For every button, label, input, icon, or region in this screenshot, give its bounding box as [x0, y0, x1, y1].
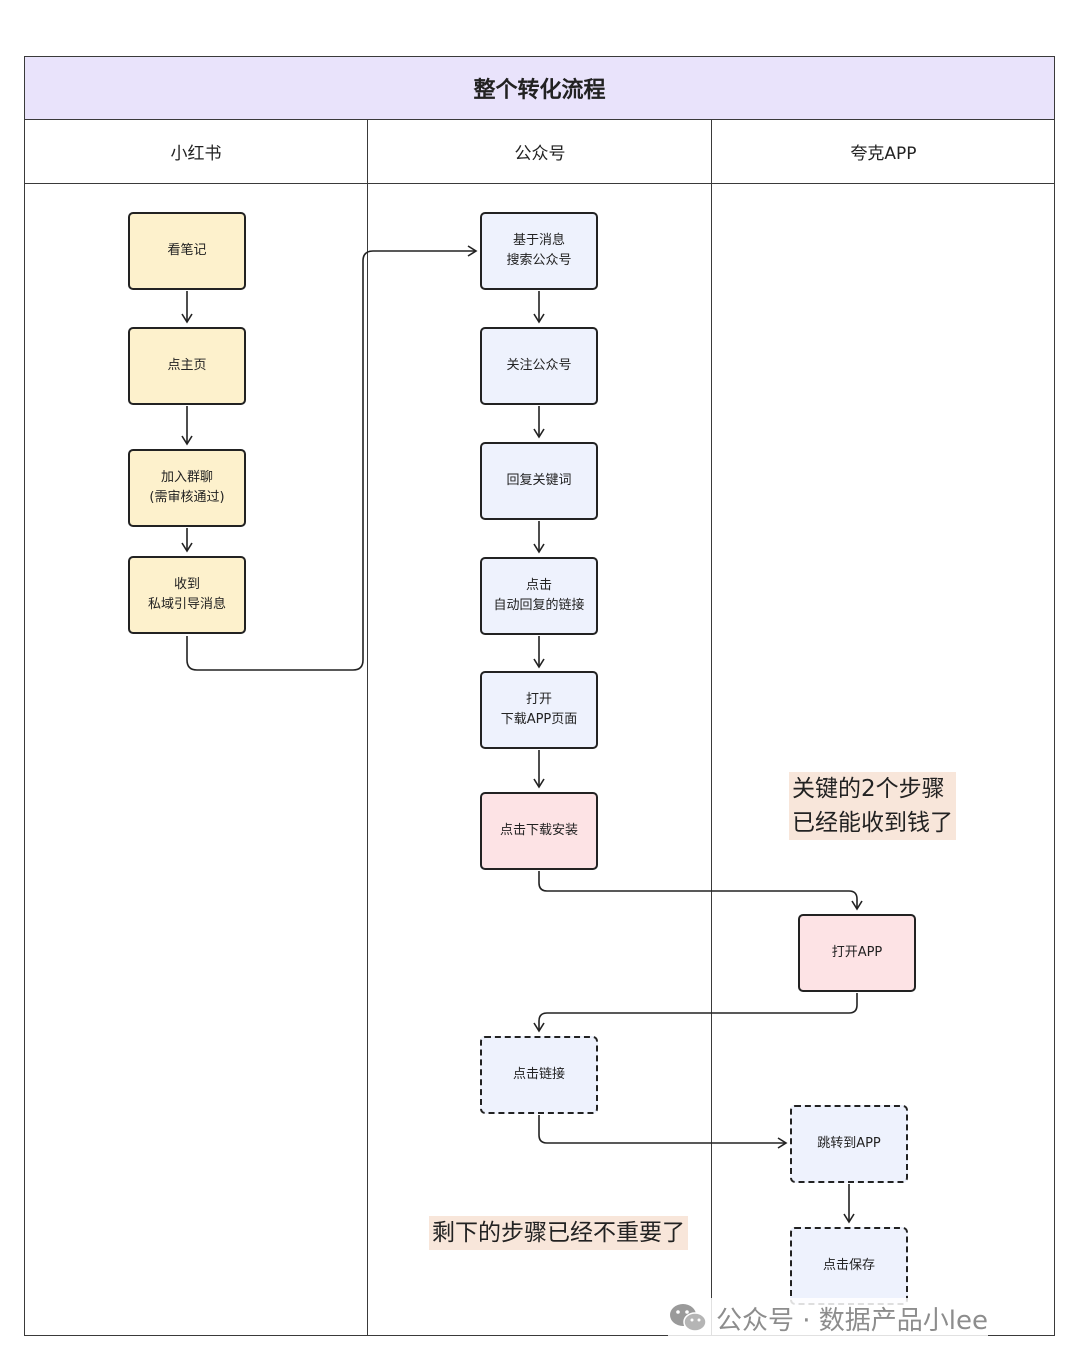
node-read-note: 看笔记 — [128, 212, 246, 290]
node-follow-account: 关注公众号 — [480, 327, 598, 405]
note-key-steps: 关键的2个步骤 已经能收到钱了 — [789, 772, 956, 840]
lane-header-quark-app: 夸克APP — [712, 120, 1055, 184]
diagram-title: 整个转化流程 — [24, 56, 1055, 120]
watermark: 公众号 · 数据产品小lee — [668, 1298, 989, 1338]
arrow-n10-n11 — [538, 871, 863, 911]
lane-header-official-account: 公众号 — [368, 120, 712, 184]
node-click-auto-reply-link: 点击 自动回复的链接 — [480, 557, 598, 635]
lane-divider — [367, 120, 368, 1336]
arrow-n11-n12 — [533, 993, 858, 1033]
node-reply-keyword: 回复关键词 — [480, 442, 598, 520]
node-open-download-page: 打开 下载APP页面 — [480, 671, 598, 749]
node-join-group: 加入群聊 (需审核通过) — [128, 449, 246, 527]
lane-divider — [711, 120, 712, 1336]
note-remaining-steps: 剩下的步骤已经不重要了 — [429, 1216, 688, 1250]
node-click-save: 点击保存 — [790, 1227, 908, 1305]
arrow-n4-n5 — [186, 245, 478, 671]
lane-header-xiaohongshu: 小红书 — [24, 120, 368, 184]
node-download-install: 点击下载安装 — [480, 792, 598, 870]
node-open-app: 打开APP — [798, 914, 916, 992]
arrow-n12-n13 — [538, 1115, 788, 1149]
wechat-icon — [668, 1302, 708, 1334]
node-jump-to-app: 跳转到APP — [790, 1105, 908, 1183]
node-search-account: 基于消息 搜索公众号 — [480, 212, 598, 290]
node-click-link: 点击链接 — [480, 1036, 598, 1114]
watermark-text: 公众号 · 数据产品小lee — [716, 1305, 989, 1336]
node-receive-message: 收到 私域引导消息 — [128, 556, 246, 634]
node-click-profile: 点主页 — [128, 327, 246, 405]
